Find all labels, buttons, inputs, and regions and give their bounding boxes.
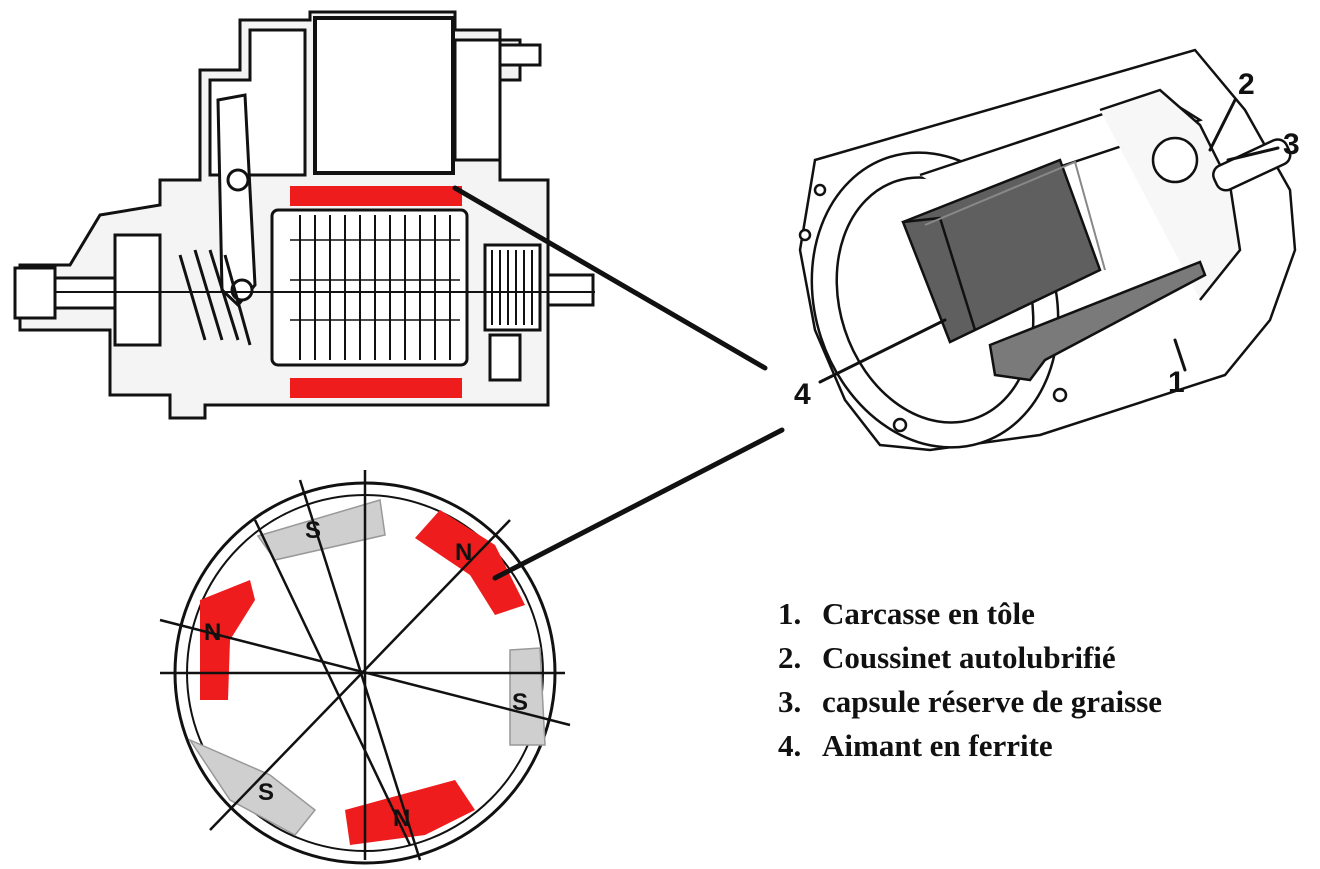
starter-motor-section — [13, 10, 595, 420]
legend-number: 1. — [778, 596, 802, 631]
pole-s-bottom-left: S — [258, 779, 274, 806]
legend-item: 3. capsule réserve de graisse — [778, 680, 1162, 724]
legend-item: 4. Aimant en ferrite — [778, 724, 1162, 768]
pole-s-top: S — [305, 517, 321, 544]
callout-4: 4 — [794, 378, 811, 411]
pole-s-right: S — [512, 689, 528, 716]
ferrite-magnet — [901, 158, 1102, 344]
pole-n-bottom: N — [393, 805, 410, 832]
legend-number: 3. — [778, 684, 802, 719]
callout-1: 1 — [1168, 366, 1185, 399]
legend-item: 1. Carcasse en tôle — [778, 592, 1162, 636]
leader-lines — [452, 98, 1280, 581]
legend-item: 2. Coussinet autolubrifié — [778, 636, 1162, 680]
legend-text: Coussinet autolubrifié — [822, 640, 1116, 675]
section-magnet-top — [290, 186, 462, 206]
legend-text: capsule réserve de graisse — [822, 684, 1163, 719]
pole-n-left: N — [204, 619, 221, 646]
callout-3: 3 — [1283, 128, 1300, 161]
legend-text: Aimant en ferrite — [822, 728, 1053, 763]
legend-list: 1. Carcasse en tôle 2. Coussinet autolubri… — [778, 592, 1162, 768]
callout-2: 2 — [1238, 68, 1255, 101]
magnet-ring-diagram: S N N S S N — [159, 470, 571, 865]
legend-number: 2. — [778, 640, 802, 675]
legend-number: 4. — [778, 728, 802, 763]
section-magnet-bottom — [290, 378, 462, 398]
pole-n-top-right: N — [455, 539, 472, 566]
legend-text: Carcasse en tôle — [822, 596, 1035, 631]
